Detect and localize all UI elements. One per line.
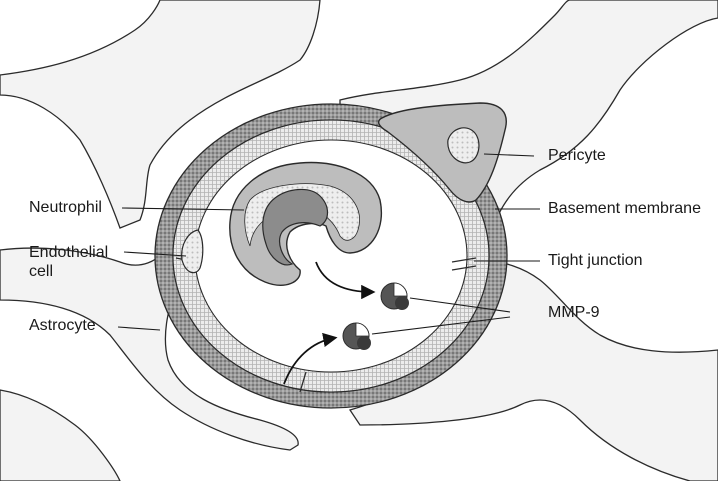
label-endothelial-cell: Endothelial cell xyxy=(29,243,108,281)
label-pericyte: Pericyte xyxy=(548,146,606,165)
astrocyte-bottom-left xyxy=(0,390,120,481)
label-astrocyte: Astrocyte xyxy=(29,316,96,335)
label-endothelial-line2: cell xyxy=(29,262,108,281)
label-neutrophil: Neutrophil xyxy=(29,198,102,217)
label-basement-membrane: Basement membrane xyxy=(548,199,701,218)
label-mmp9: MMP-9 xyxy=(548,303,600,322)
label-tight-junction: Tight junction xyxy=(548,251,643,270)
mmp9-molecule-1 xyxy=(381,283,409,310)
arrow-neutrophil-to-mmp9 xyxy=(316,262,372,292)
label-endothelial-line1: Endothelial xyxy=(29,243,108,262)
mmp9-molecule-2 xyxy=(343,323,371,350)
